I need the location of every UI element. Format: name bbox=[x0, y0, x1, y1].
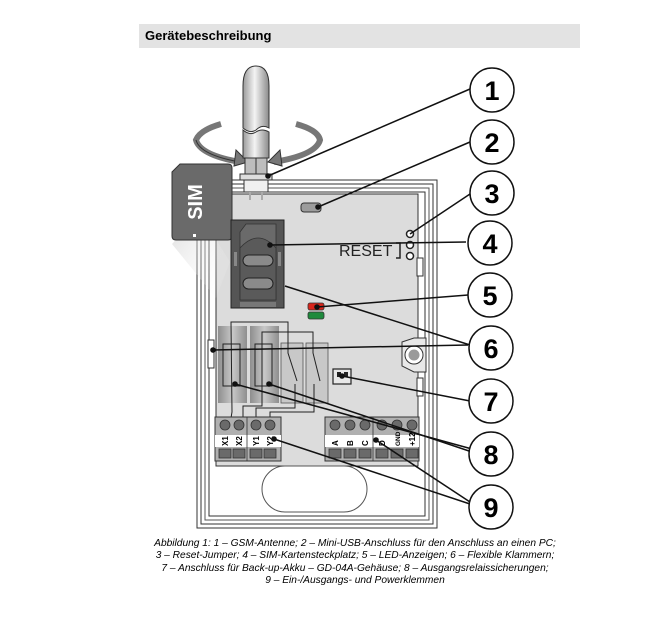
callouts: 1 2 3 4 5 6 7 8 9 bbox=[467, 67, 515, 530]
output-relays bbox=[218, 321, 329, 419]
svg-text:5: 5 bbox=[482, 281, 497, 311]
callout-1: 1 bbox=[469, 67, 515, 113]
terminal-label-x2: X2 bbox=[235, 436, 244, 446]
svg-text:8: 8 bbox=[483, 440, 498, 470]
led-green bbox=[307, 311, 325, 320]
svg-text:4: 4 bbox=[482, 229, 497, 259]
callout-9: 9 bbox=[468, 484, 514, 530]
terminal-label-a: A bbox=[331, 440, 340, 446]
callout-8: 8 bbox=[468, 431, 514, 477]
svg-text:3: 3 bbox=[484, 179, 499, 209]
terminal-label-d: D bbox=[378, 440, 387, 446]
terminal-label-x1: X1 bbox=[221, 436, 230, 446]
caption-line: 7 – Anschluss für Back-up-Akku – GD-04A-… bbox=[161, 562, 549, 574]
leader-lines bbox=[212, 88, 473, 505]
caption-line: 3 – Reset-Jumper; 4 – SIM-Kartensteckpla… bbox=[155, 550, 555, 562]
terminal-label-c: C bbox=[361, 440, 370, 446]
leader-dots bbox=[210, 173, 379, 443]
callout-5: 5 bbox=[467, 272, 513, 318]
callout-6: 6 bbox=[468, 325, 514, 371]
gsm-antenna bbox=[192, 65, 324, 200]
caption-line: 9 – Ein-/Ausgangs- und Powerklemmen bbox=[265, 575, 445, 587]
flexible-clamp-right-top bbox=[416, 257, 424, 277]
terminal-block-left: X1 X2 Y1 Y2 bbox=[214, 416, 282, 462]
callout-2: 2 bbox=[469, 119, 515, 165]
reset-label: RESET bbox=[339, 243, 393, 260]
caption-line: Abbildung 1: 1 – GSM-Antenne; 2 – Mini-U… bbox=[154, 538, 556, 549]
callout-4: 4 bbox=[467, 220, 513, 266]
svg-text:9: 9 bbox=[483, 493, 498, 523]
terminal-label-y1: Y1 bbox=[252, 436, 261, 446]
callout-3: 3 bbox=[469, 170, 515, 216]
section-header: Gerätebeschreibung bbox=[139, 24, 580, 48]
callout-7: 7 bbox=[468, 378, 514, 424]
section-title: Gerätebeschreibung bbox=[145, 28, 272, 43]
svg-text:6: 6 bbox=[483, 334, 498, 364]
flexible-clamp-left bbox=[207, 339, 215, 369]
svg-text:2: 2 bbox=[484, 128, 499, 158]
sim-card-slot bbox=[230, 219, 285, 309]
sim-card: SIM bbox=[171, 163, 233, 298]
terminal-label-12v: +12 bbox=[408, 432, 417, 446]
svg-text:1: 1 bbox=[484, 76, 499, 106]
svg-text:7: 7 bbox=[483, 387, 498, 417]
flexible-clamp-right-bottom bbox=[416, 377, 424, 397]
terminal-block-right: A B C D GND +12 bbox=[324, 416, 420, 462]
terminal-label-b: B bbox=[346, 440, 355, 446]
terminal-label-y2: Y2 bbox=[266, 436, 275, 446]
cable-opening bbox=[261, 465, 368, 513]
terminal-label-gnd: GND bbox=[395, 431, 402, 446]
figure-caption: Abbildung 1: 1 – GSM-Antenne; 2 – Mini-U… bbox=[120, 538, 590, 588]
sim-label: SIM bbox=[185, 184, 207, 220]
